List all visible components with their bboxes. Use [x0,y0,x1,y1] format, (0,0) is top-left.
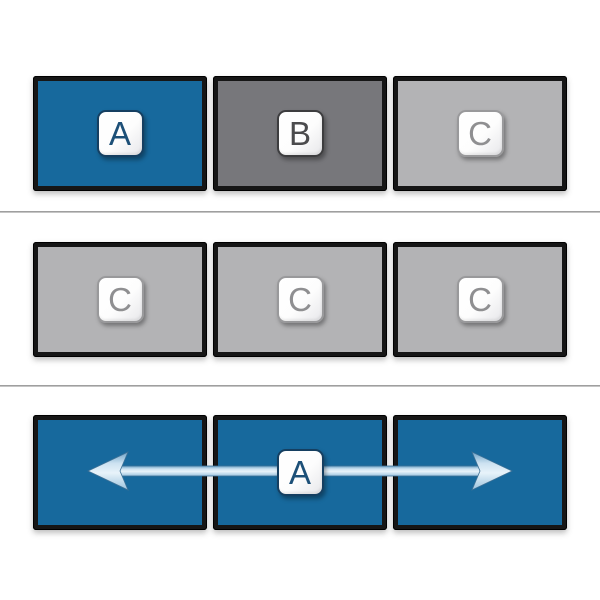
monitor-span-right [393,415,567,530]
screen: C [218,247,382,352]
spanned-desktop-row: A [33,415,567,530]
divider-line [0,385,600,387]
key-letter: B [288,115,311,152]
key-letter: C [468,115,492,152]
monitor-c1: C [33,242,207,357]
monitor-c2: C [213,242,387,357]
monitor-c3: C [393,242,567,357]
monitor-span-center: A [213,415,387,530]
key-letter: A [288,454,311,491]
key-cap-c: C [456,110,504,157]
screen [398,420,562,525]
screen: B [218,81,382,186]
monitor-span-left [33,415,207,530]
key-letter: C [468,281,492,318]
screen: A [218,420,382,525]
screen [38,420,202,525]
screen: C [38,247,202,352]
extended-desktop-row: A B C [33,76,567,191]
key-cap-c: C [276,276,324,323]
key-letter: A [108,115,131,152]
cloned-desktop-row: C C C [33,242,567,357]
key-cap-b: B [276,110,324,157]
screen: C [398,81,562,186]
screen: A [38,81,202,186]
monitor-b: B [213,76,387,191]
key-letter: C [288,281,312,318]
key-cap-a: A [96,110,144,157]
key-cap-c: C [456,276,504,323]
divider-line [0,211,600,213]
screen: C [398,247,562,352]
key-letter: C [108,281,132,318]
monitor-c: C [393,76,567,191]
monitor-a: A [33,76,207,191]
key-cap-c: C [96,276,144,323]
key-cap-a: A [276,449,324,496]
